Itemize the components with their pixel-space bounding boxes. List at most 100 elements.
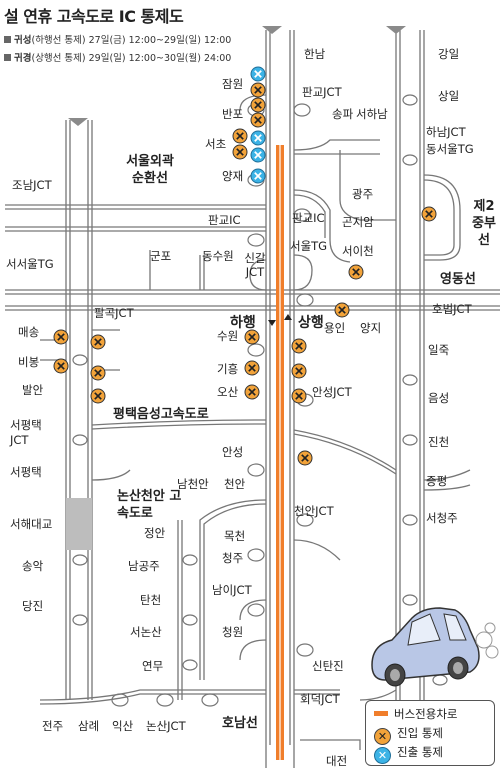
place-seoicheon: 서이천 [342,244,374,258]
place-seononsan: 서논산 [130,625,162,639]
place-anseong-jct: 안성JCT [312,385,352,399]
exit-control-icon [250,168,266,184]
place-sintanjin: 신탄진 [312,659,344,673]
place-baran: 발안 [22,383,44,397]
place-seohae-daegyo: 서해대교 [10,517,53,531]
place-pangyo-jct: 판교JCT [302,85,342,99]
entry-control-icon [297,450,313,466]
place-gunpo: 군포 [150,249,172,263]
place-songpa: 송파 [332,107,354,121]
place-seopyeongtaek: 서평택 [10,465,42,479]
entry-control-icon [250,97,266,113]
pyeongtaek-eumseong-label: 평택음성고속도로 [113,407,209,422]
entry-control-icon [250,82,266,98]
place-hanam-jct: 하남JCT [426,125,466,139]
place-jamwon: 잠원 [222,77,244,91]
place-cheongju: 청주 [222,551,244,565]
entry-control-icon: ✕ [374,728,391,745]
map-legend: 버스전용차로 ✕진입 통제 ✕진출 통제 [365,700,495,766]
place-banpo: 반포 [222,107,244,121]
place-mokcheon: 목천 [224,529,246,543]
nonsan-cheonan-label: 논산천안 고속도로 [117,489,182,521]
jungbu2-label: 제2 중부선 [472,199,496,248]
yeongdong-label: 영동선 [440,272,476,287]
entry-control-icon [232,128,248,144]
bus-lane-swatch [374,711,388,716]
place-jeonju: 전주 [42,719,64,733]
place-seopyeongtaek-jct: 서평택 JCT [10,418,42,447]
place-gangil: 강일 [438,47,460,61]
place-namgongju: 남공주 [128,559,160,573]
entry-control-icon [291,388,307,404]
place-seohanam: 서하남 [356,107,388,121]
place-pangyo-ic-right: 판교IC [292,211,325,225]
place-maesong: 매송 [18,325,40,339]
place-namcheonan: 남천안 [177,477,209,491]
place-jincheon: 진천 [428,435,450,449]
exit-control-icon [250,147,266,163]
place-yangji: 양지 [360,321,382,335]
exit-control-icon [250,130,266,146]
place-sangil: 상일 [438,89,460,103]
entry-control-icon [250,112,266,128]
map-title: 설 연휴 고속도로 IC 통제도 [4,7,184,26]
place-suwon: 수원 [217,329,239,343]
place-tancheon: 탄천 [140,593,162,607]
up-direction-label: 상행 [298,315,324,331]
entry-control-icon [232,144,248,160]
exit-control-icon [250,66,266,82]
entry-control-icon [291,363,307,379]
down-direction-label: 하행 [230,315,256,331]
exit-control-icon: ✕ [374,747,391,764]
place-hannam: 한남 [304,47,326,61]
place-songak: 송악 [22,559,44,573]
schedule-up: 귀경(상행선 통제) 29일(일) 12:00~30일(월) 24:00 [4,50,231,64]
place-hoedeok-jct: 회덕JCT [300,692,340,706]
place-pangyo-ic-left: 판교IC [208,213,241,227]
place-singal-jct: 신갈 JCT [244,251,266,279]
schedule-down: 귀성(하행선 통제) 27일(금) 12:00~29일(일) 12:00 [4,32,231,46]
outer-ring-label: 서울외곽 순환선 [126,154,174,186]
jungbu-header: 중부선 [386,11,421,26]
place-osan: 오산 [217,385,239,399]
place-yangjae: 양재 [222,169,244,183]
entry-control-icon [53,358,69,374]
place-yongin: 용인 [324,321,346,335]
place-daejeon: 대전 [326,754,348,768]
place-iljuk: 일죽 [428,343,450,357]
legend-bus-lane: 버스전용차로 [374,706,457,722]
entry-control-icon [90,334,106,350]
place-giheung: 기흥 [217,362,239,376]
entry-control-icon [348,264,364,280]
gyeongbu-header: 경부선 [262,11,297,26]
entry-control-icon [244,360,260,376]
place-bibong: 비봉 [18,355,40,369]
honam-label: 호남선 [222,716,258,731]
place-dangjin: 당진 [22,599,44,613]
place-yeonmu: 연무 [142,659,164,673]
legend-exit-control: ✕진출 통제 [374,744,443,764]
place-seoseoul-tg: 서서울TG [6,257,54,271]
place-cheonan-jct: 천안JCT [294,504,334,518]
place-seocheongju: 서청주 [426,511,458,525]
place-nami-jct: 남이JCT [212,583,252,597]
place-gonjiam: 곤지암 [342,215,374,229]
entry-control-icon [90,365,106,381]
place-dongseoul-tg: 동서울TG [426,142,474,156]
place-palgok-jct: 팔곡JCT [94,306,134,320]
car-illustration [371,607,499,687]
place-jeongan: 정안 [144,526,166,540]
entry-control-icon [53,329,69,345]
entry-control-icon [90,388,106,404]
entry-control-icon [421,206,437,222]
place-samnye: 삼례 [78,719,100,733]
place-anseong: 안성 [222,445,244,459]
entry-control-icon [334,302,350,318]
place-eumseong: 음성 [428,391,450,405]
place-jonam-jct: 조남JCT [12,178,52,192]
place-iksan: 익산 [112,719,134,733]
place-jeungpyeong: 증평 [426,474,448,488]
